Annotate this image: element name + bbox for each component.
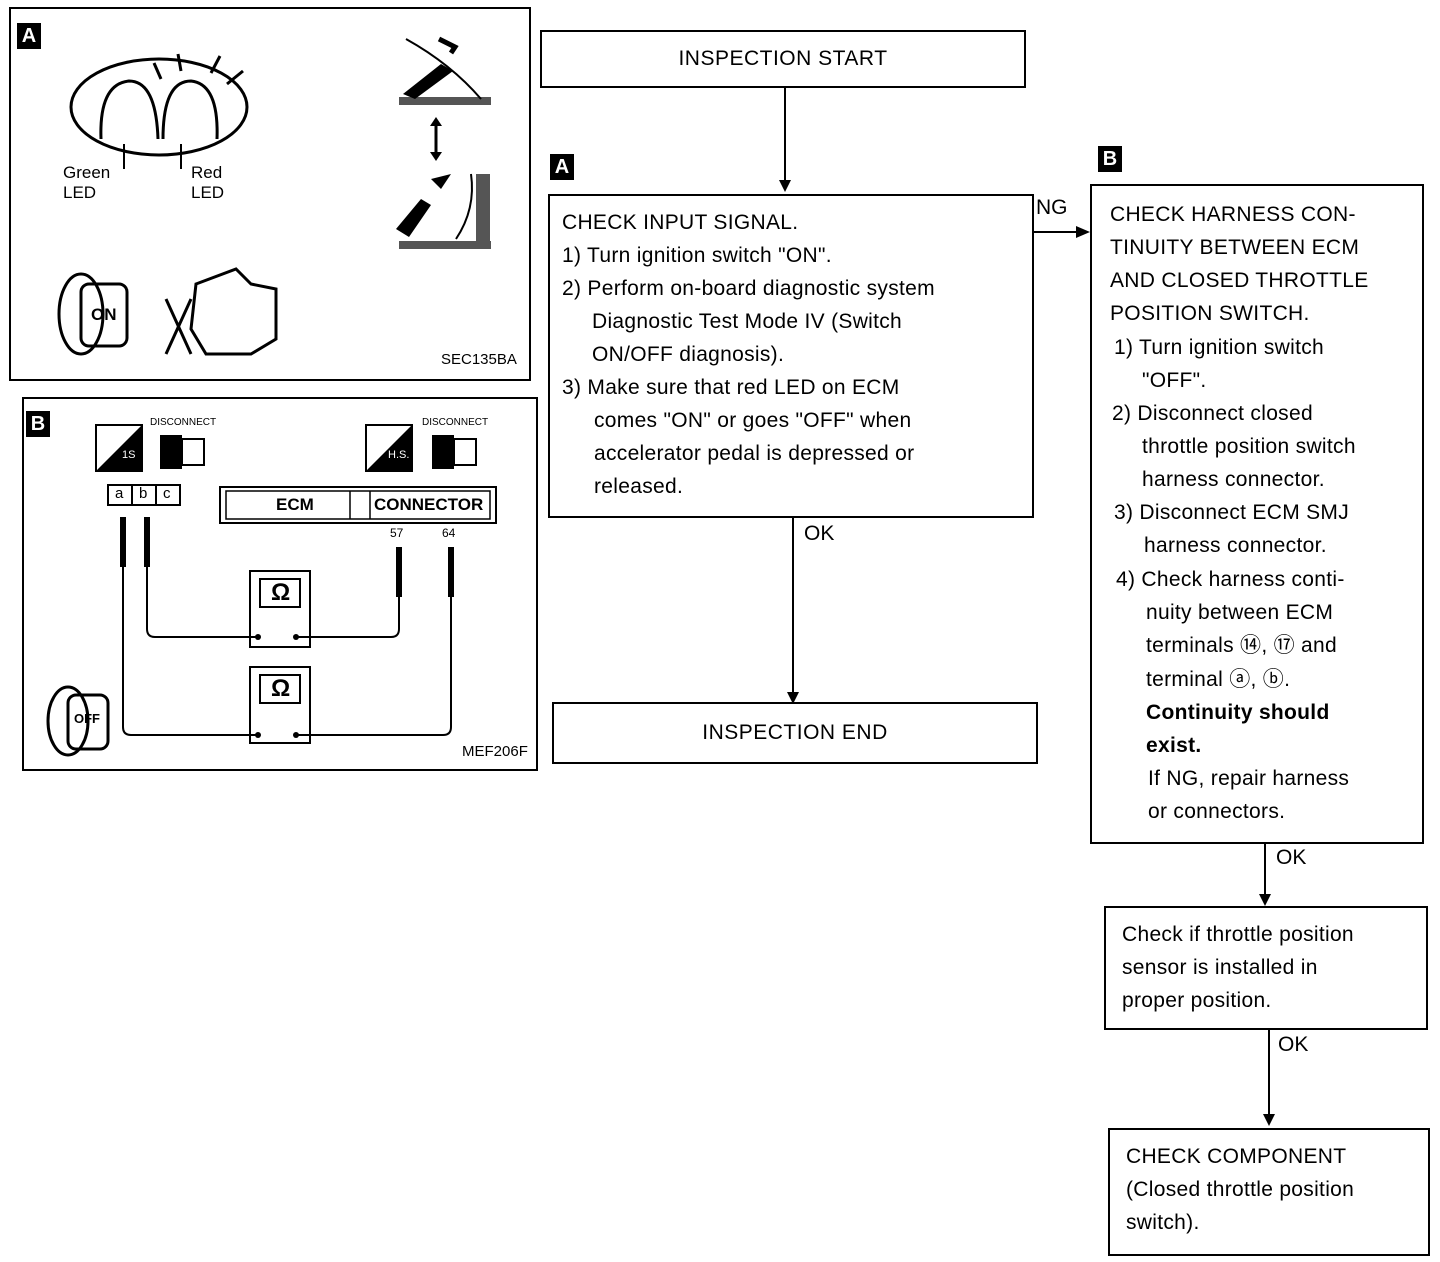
check-component-line-2: (Closed throttle position (1126, 1178, 1355, 1201)
check-harness-box: CHECK HARNESS CON- TINUITY BETWEEN ECM A… (1090, 184, 1424, 844)
check-harness-line-6: "OFF". (1142, 369, 1207, 392)
check-component-line-1: CHECK COMPONENT (1126, 1145, 1347, 1168)
check-harness-line-18: If NG, repair harness (1148, 767, 1350, 790)
inspection-end-text: INSPECTION END (702, 721, 888, 744)
panel-a-code: SEC135BA (441, 351, 517, 368)
flow-tag-b: B (1098, 146, 1122, 172)
check-input-signal-box: CHECK INPUT SIGNAL. 1) Turn ignition swi… (548, 194, 1034, 518)
led-pedal-illustration (57, 36, 491, 356)
check-sensor-line-1: Check if throttle position (1122, 923, 1354, 946)
check-harness-line-12: 4) Check harness conti- (1116, 568, 1345, 591)
check-harness-line-4: POSITION SWITCH. (1110, 302, 1310, 325)
check-harness-line-1: CHECK HARNESS CON- (1110, 203, 1356, 226)
ok-label-harness: OK (1276, 846, 1307, 869)
terminal-64-label: 64 (442, 526, 456, 540)
check-harness-line-5: 1) Turn ignition switch (1114, 336, 1324, 359)
check-harness-line-16: Continuity should (1146, 701, 1330, 724)
check-sensor-line-2: sensor is installed in (1122, 956, 1318, 979)
check-harness-line-2: TINUITY BETWEEN ECM (1110, 236, 1360, 259)
ok-label-input: OK (804, 522, 835, 545)
check-input-line-2: 1) Turn ignition switch "ON". (562, 244, 832, 267)
check-input-line-3: 2) Perform on-board diagnostic system (562, 277, 935, 300)
ohm-symbol-lower: Ω (271, 675, 291, 702)
check-harness-line-15: terminal ⓐ, ⓑ. (1146, 668, 1291, 691)
check-harness-line-13: nuity between ECM (1146, 601, 1334, 624)
check-input-line-7: comes "ON" or goes "OFF" when (594, 409, 912, 432)
ok-label-sensor: OK (1278, 1033, 1309, 1056)
pin-b-label: b (139, 485, 148, 502)
ecm-label: ECM (276, 495, 314, 514)
check-input-line-4: Diagnostic Test Mode IV (Switch (592, 310, 903, 333)
check-harness-line-11: harness connector. (1144, 534, 1327, 557)
pin-a-label: a (115, 485, 124, 502)
red-led-label: Red LED (191, 163, 225, 202)
off-switch-label: OFF (74, 711, 100, 726)
ohm-symbol-upper: Ω (271, 579, 291, 606)
inspection-end-box: INSPECTION END (552, 702, 1038, 764)
on-switch-label: ON (91, 305, 117, 324)
check-harness-line-14: terminals ⑭, ⑰ and (1146, 634, 1337, 657)
terminal-57-label: 57 (390, 526, 404, 540)
panel-a-tag: A (17, 23, 41, 49)
illustration-panel-b: B (22, 397, 538, 771)
inspection-start-text: INSPECTION START (678, 47, 888, 70)
check-harness-line-7: 2) Disconnect closed (1112, 402, 1313, 425)
check-harness-line-17: exist. (1146, 734, 1202, 757)
check-harness-line-8: throttle position switch (1142, 435, 1356, 458)
check-input-line-9: released. (594, 475, 684, 498)
connector-label: CONNECTOR (374, 495, 484, 514)
inspection-start-box: INSPECTION START (540, 30, 1026, 88)
continuity-wiring-diagram (46, 424, 497, 757)
green-led-label: Green LED (63, 163, 111, 202)
check-harness-line-9: harness connector. (1142, 468, 1325, 491)
panel-b-code: MEF206F (462, 743, 528, 760)
check-input-line-5: ON/OFF diagnosis). (592, 343, 785, 366)
connector-icon-left: 1S (122, 449, 136, 461)
check-sensor-box: Check if throttle position sensor is ins… (1104, 906, 1428, 1030)
disconnect-left-label: DISCONNECT (150, 417, 217, 428)
check-sensor-line-3: proper position. (1122, 989, 1272, 1012)
disconnect-right-label: DISCONNECT (422, 417, 489, 428)
check-input-line-8: accelerator pedal is depressed or (594, 442, 915, 465)
ng-label: NG (1036, 196, 1068, 219)
panel-b-tag: B (26, 411, 50, 437)
check-component-box: CHECK COMPONENT (Closed throttle positio… (1108, 1128, 1430, 1256)
flow-tag-a: A (550, 154, 574, 180)
check-harness-line-10: 3) Disconnect ECM SMJ (1114, 501, 1350, 524)
check-harness-line-19: or connectors. (1148, 800, 1286, 823)
connector-icon-right: H.S. (388, 449, 410, 461)
check-component-line-3: switch). (1126, 1211, 1200, 1234)
pin-c-label: c (163, 485, 171, 502)
check-input-line-1: CHECK INPUT SIGNAL. (562, 211, 799, 234)
illustration-panel-a: A Green LED R (9, 7, 531, 381)
check-input-line-6: 3) Make sure that red LED on ECM (562, 376, 900, 399)
check-harness-line-3: AND CLOSED THROTTLE (1110, 269, 1369, 292)
